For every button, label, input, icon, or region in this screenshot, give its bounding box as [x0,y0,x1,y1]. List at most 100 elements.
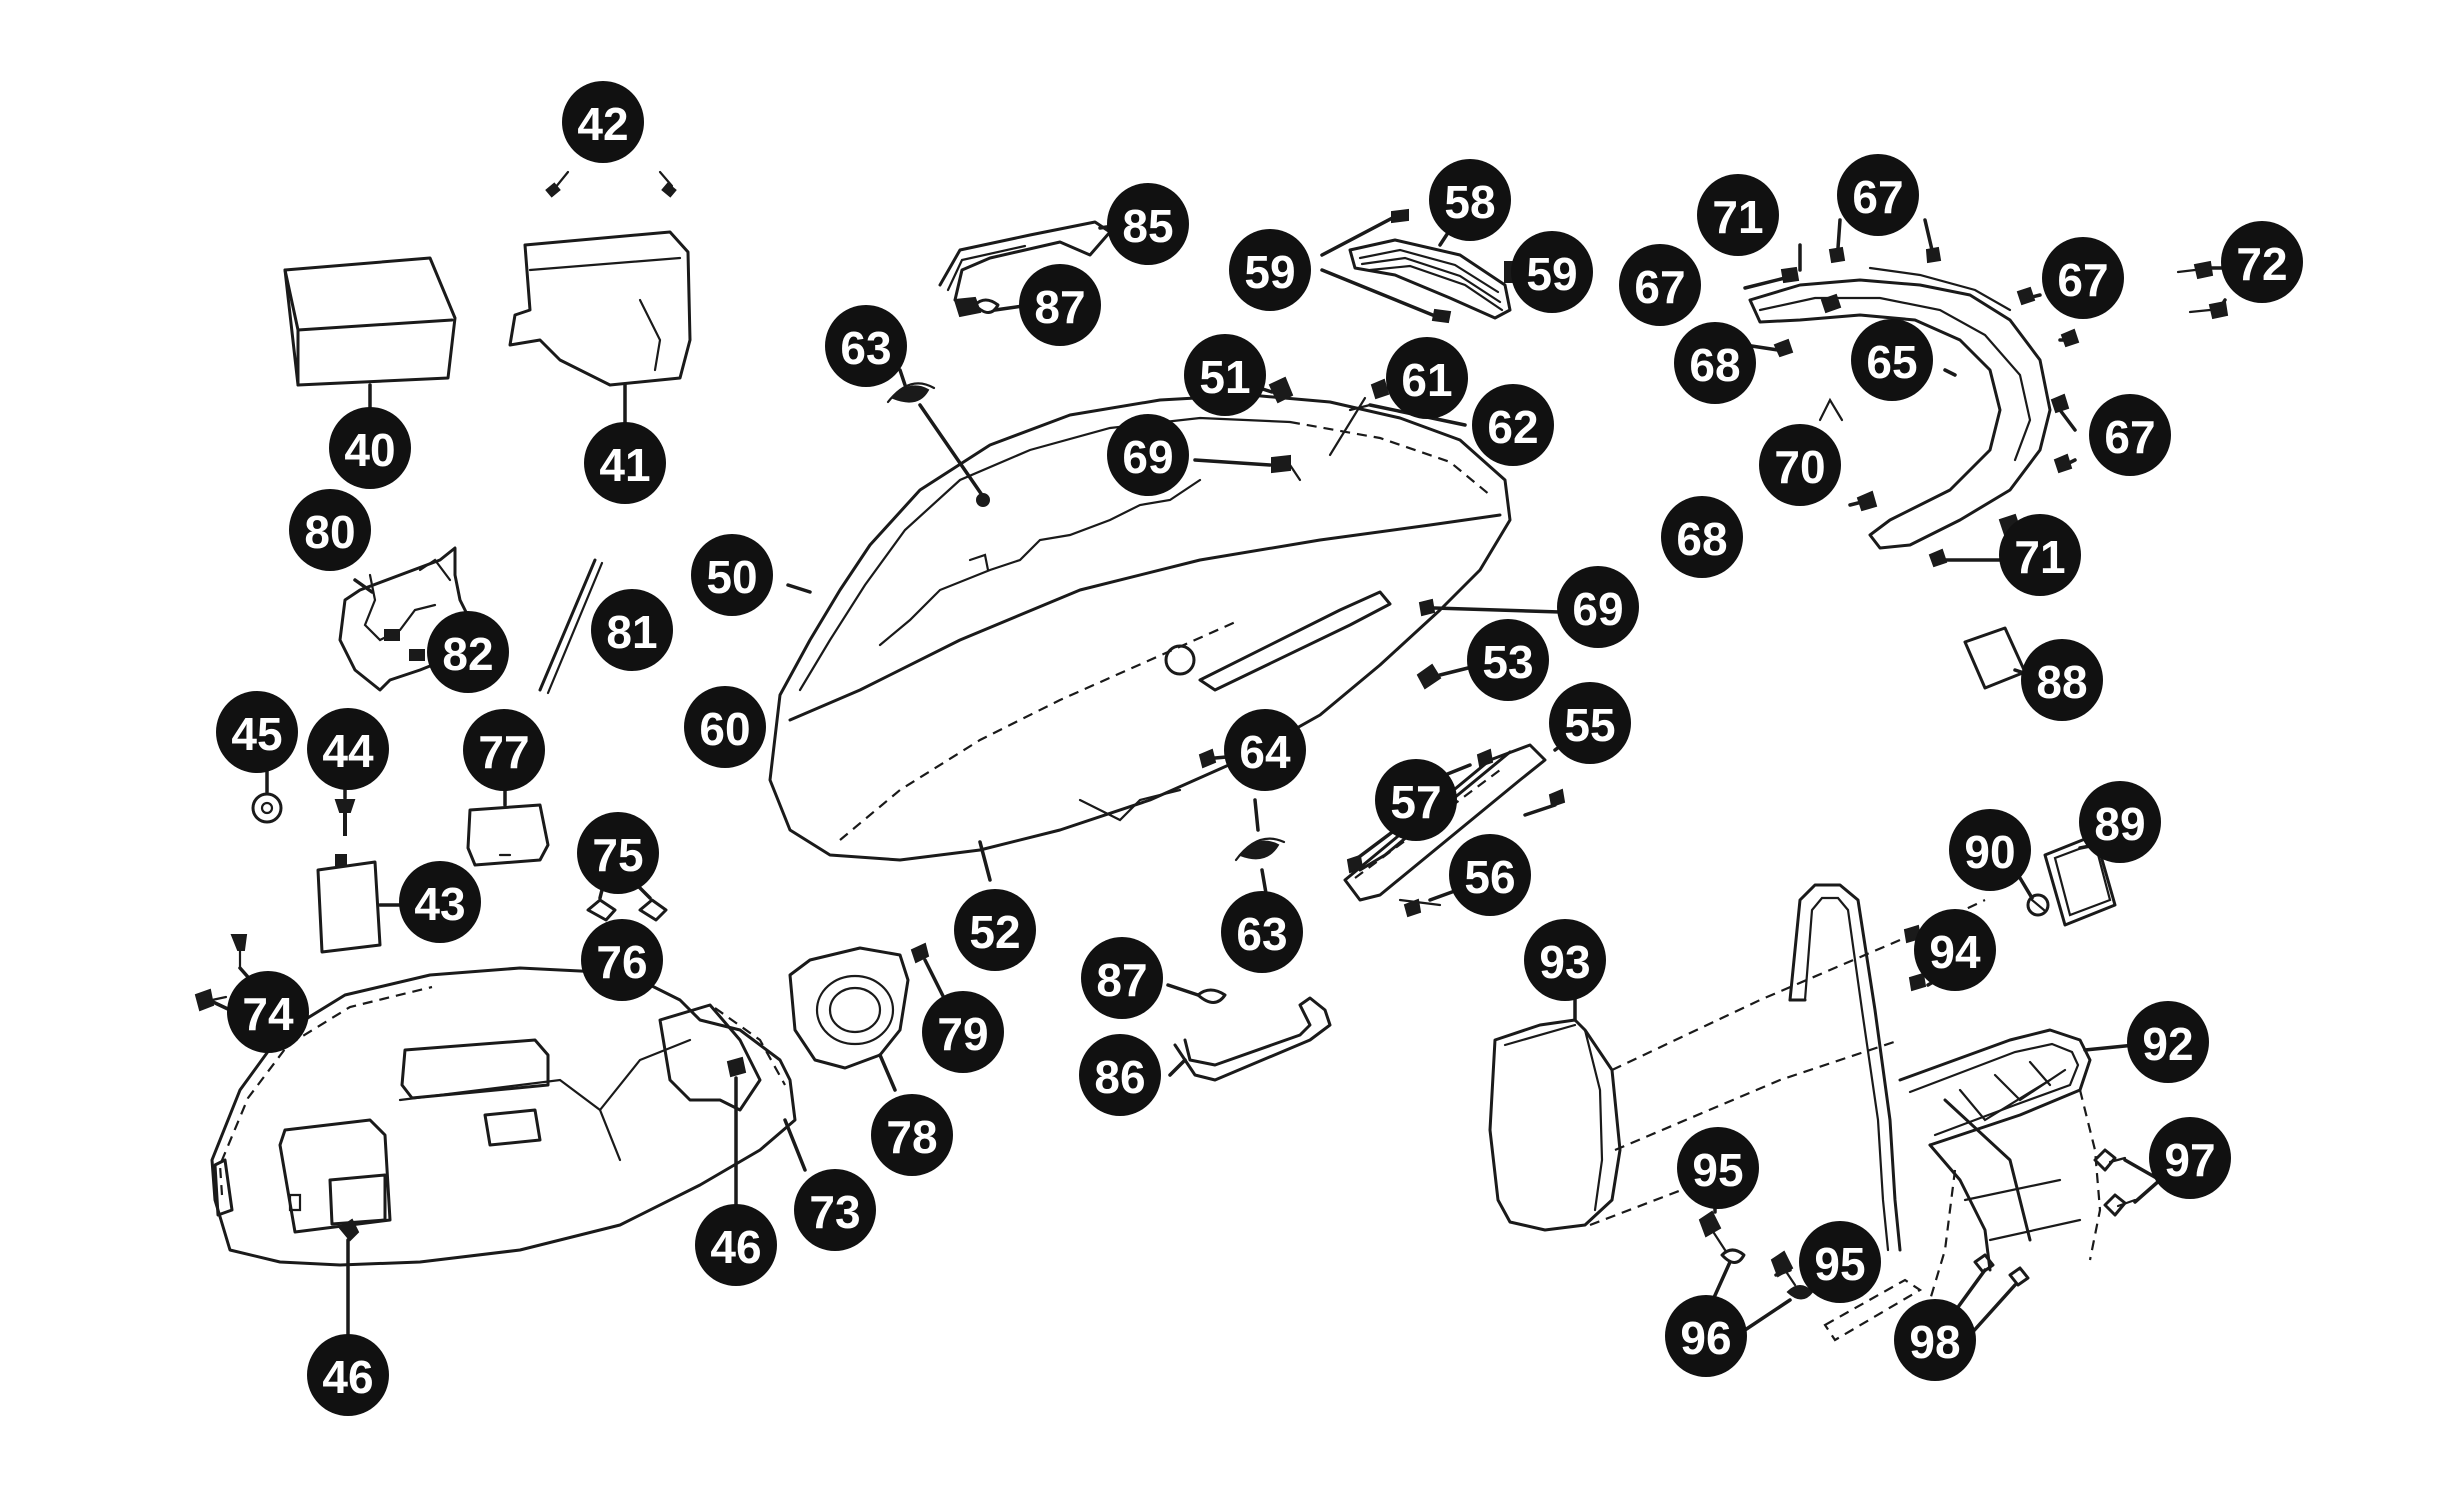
callout-circle [329,407,411,489]
callout-40: 40 [329,407,411,489]
callout-circle [1184,334,1266,416]
callout-circle [562,81,644,163]
callout-number: 71 [2014,531,2065,583]
callout-number: 80 [304,506,355,558]
callout-number: 44 [322,725,374,777]
callout-number: 46 [322,1351,373,1403]
callout-65: 65 [1851,319,1933,401]
callout-circle [1375,759,1457,841]
callout-circle [307,708,389,790]
callout-circle [1107,414,1189,496]
callout-circle [2042,237,2124,319]
callout-circle [2149,1117,2231,1199]
callout-circle [1524,919,1606,1001]
callout-81: 81 [591,589,673,671]
callout-number: 69 [1122,431,1173,483]
callout-59: 59 [1229,229,1311,311]
callout-circle [289,489,371,571]
part-51-69-61-62-fittings [1193,376,1467,482]
callout-number: 90 [1964,826,2015,878]
callout-46: 46 [307,1334,389,1416]
callout-76: 76 [581,919,663,1001]
callout-circle [1665,1295,1747,1377]
callout-number: 41 [599,439,650,491]
callout-96: 96 [1665,1295,1747,1377]
callout-number: 88 [2036,656,2087,708]
callout-number: 59 [1244,246,1295,298]
callout-number: 42 [577,98,628,150]
callout-number: 68 [1689,339,1740,391]
part-95-98-fasteners [1698,1148,2162,1342]
callout-circle [1851,319,1933,401]
callout-57: 57 [1375,759,1457,841]
callout-circle [2021,639,2103,721]
callout-95: 95 [1799,1221,1881,1303]
callout-89: 89 [2079,781,2161,863]
callout-98: 98 [1894,1299,1976,1381]
part-92-rear-rack [1898,1028,2137,1301]
callout-number: 72 [2236,238,2287,290]
callout-number: 67 [2057,254,2108,306]
callout-number: 86 [1094,1051,1145,1103]
callout-82: 82 [427,611,509,693]
callout-97: 97 [2149,1117,2231,1199]
callout-93: 93 [1524,919,1606,1001]
callout-number: 82 [442,628,493,680]
callout-circle [2221,221,2303,303]
callout-60: 60 [684,686,766,768]
callout-53: 53 [1467,619,1549,701]
callout-number: 70 [1774,441,1825,493]
callout-circle [1677,1127,1759,1209]
part-63-grommets [886,368,1286,907]
callout-circle [1467,619,1549,701]
callout-number: 65 [1866,336,1917,388]
callout-number: 53 [1482,636,1533,688]
part-74-pins [194,934,257,1012]
callout-circle [1472,384,1554,466]
callout-number: 96 [1680,1312,1731,1364]
callout-circle [2127,1001,2209,1083]
callout-number: 58 [1444,176,1495,228]
part-40-storage-box [283,256,457,420]
callout-number: 87 [1034,281,1085,333]
callout-68: 68 [1674,322,1756,404]
callout-90: 90 [1949,809,2031,891]
callout-74: 74 [227,971,309,1053]
callout-number: 45 [231,708,282,760]
callout-72: 72 [2221,221,2303,303]
callout-58: 58 [1429,159,1511,241]
callout-number: 97 [2164,1134,2215,1186]
callout-circle [922,991,1004,1073]
callout-52: 52 [954,889,1036,971]
callout-circle [1019,264,1101,346]
callout-number: 63 [840,322,891,374]
callout-71: 71 [1697,174,1779,256]
callout-circle [1799,1221,1881,1303]
callout-number: 74 [242,988,294,1040]
callout-68: 68 [1661,496,1743,578]
callout-circle [825,305,907,387]
callout-86: 86 [1079,1034,1161,1116]
callout-number: 85 [1122,200,1173,252]
callout-circle [1759,424,1841,506]
callout-circle [1557,566,1639,648]
callout-51: 51 [1184,334,1266,416]
callout-circle [307,1334,389,1416]
callout-number: 61 [1401,354,1452,406]
callout-circle [591,589,673,671]
part-73-floor-panel [210,958,807,1337]
callout-80: 80 [289,489,371,571]
callout-circle [1894,1299,1976,1381]
callout-circle [1081,937,1163,1019]
callout-circle [794,1169,876,1251]
callout-circle [1914,909,1996,991]
callout-number: 87 [1096,954,1147,1006]
callout-circle [695,1204,777,1286]
callout-circle [1224,709,1306,791]
callout-number: 89 [2094,798,2145,850]
callout-62: 62 [1472,384,1554,466]
callout-number: 95 [1692,1144,1743,1196]
callout-number: 52 [969,906,1020,958]
callout-67: 67 [2042,237,2124,319]
callout-circle [2079,781,2161,863]
